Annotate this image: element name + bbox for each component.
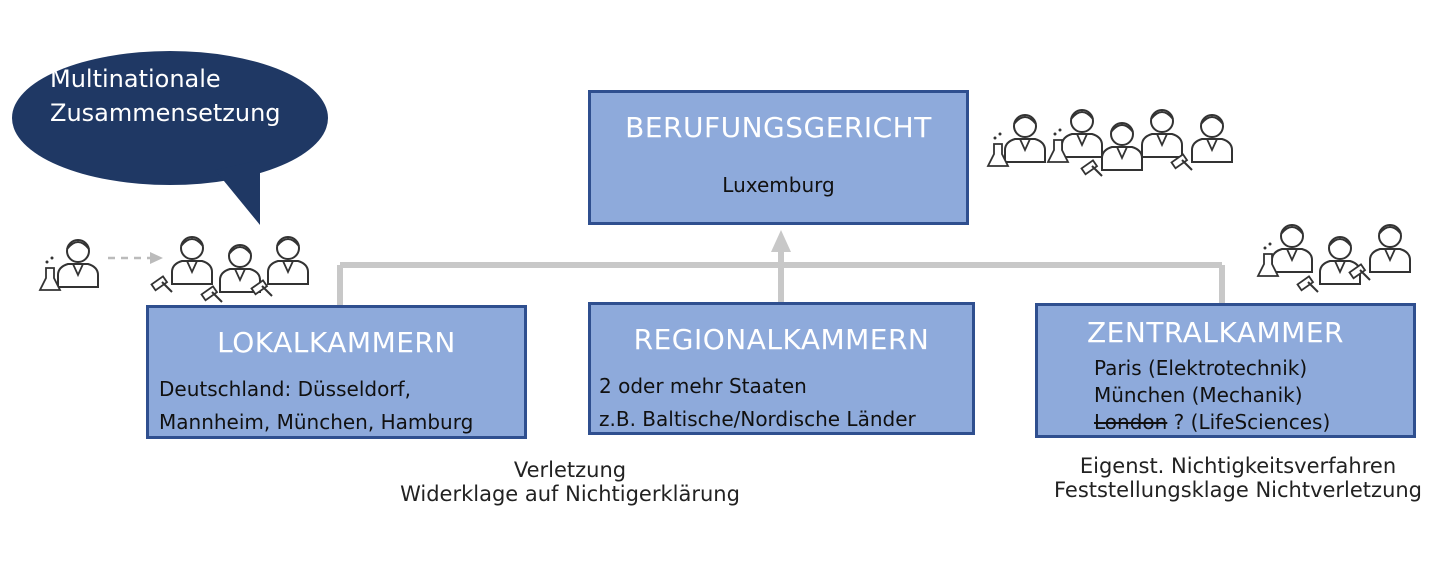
lokalkammern-box: LOKALKAMMERN Deutschland: Düsseldorf, Ma… xyxy=(146,305,527,439)
lokalkammern-line-2: Mannheim, München, Hamburg xyxy=(159,410,474,434)
zentralkammer-line-1: Paris (Elektrotechnik) xyxy=(1094,356,1308,380)
central-caption: Eigenst. Nichtigkeitsverfahren Feststell… xyxy=(1030,454,1446,502)
zentralkammer-line-2: München (Mechanik) xyxy=(1094,383,1303,407)
regionalkammern-box: REGIONALKAMMERN 2 oder mehr Staaten z.B.… xyxy=(588,302,975,435)
local-caption: Verletzung Widerklage auf Nichtigerkläru… xyxy=(370,458,770,506)
local-judges-icon xyxy=(150,236,309,303)
regionalkammern-line-1: 2 oder mehr Staaten xyxy=(599,374,807,398)
berufungsgericht-title: BERUFUNGSGERICHT xyxy=(625,111,932,144)
zentralkammer-london-struck: London xyxy=(1094,410,1168,434)
central-judges-icon xyxy=(1257,224,1411,293)
central-caption-line-2: Feststellungsklage Nichtverletzung xyxy=(1053,478,1423,502)
bubble-line-2: Zusammensetzung xyxy=(50,99,281,127)
hierarchy-connectors xyxy=(337,245,1225,305)
regionalkammern-line-2: z.B. Baltische/Nordische Länder xyxy=(599,407,916,431)
zentralkammer-line-3-rest: ? (LifeSciences) xyxy=(1167,410,1331,434)
appeal-judges-icon xyxy=(987,109,1233,177)
lokalkammern-line-1: Deutschland: Düsseldorf, xyxy=(159,377,411,401)
local-caption-line-2: Widerklage auf Nichtigerklärung xyxy=(400,482,740,506)
regionalkammern-title: REGIONALKAMMERN xyxy=(633,323,930,356)
arrow-up-icon xyxy=(771,230,791,252)
speech-bubble-text: Multinationale Zusammensetzung xyxy=(50,62,281,130)
central-caption-line-1: Eigenst. Nichtigkeitsverfahren xyxy=(1079,454,1397,478)
dashed-arrow-icon xyxy=(108,252,163,264)
bubble-line-1: Multinationale xyxy=(50,65,221,93)
scientist-icon xyxy=(39,239,99,291)
local-caption-line-1: Verletzung xyxy=(513,458,627,482)
berufungsgericht-box: BERUFUNGSGERICHT Luxemburg xyxy=(588,90,969,225)
zentralkammer-line-3: London ? (LifeSciences) xyxy=(1094,410,1330,434)
lokalkammern-title: LOKALKAMMERN xyxy=(217,326,456,359)
zentralkammer-box: ZENTRALKAMMER Paris (Elektrotechnik) Mün… xyxy=(1035,303,1416,438)
berufungsgericht-location: Luxemburg xyxy=(722,173,835,197)
speech-bubble-icon xyxy=(12,51,328,225)
zentralkammer-title: ZENTRALKAMMER xyxy=(1087,316,1344,349)
